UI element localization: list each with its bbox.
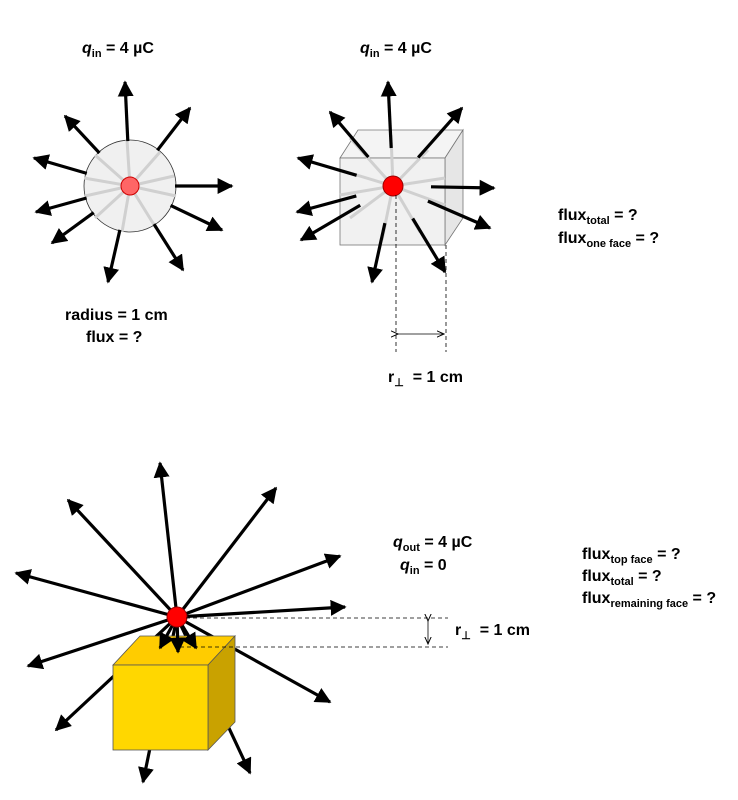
field-arrow: [152, 223, 185, 272]
field-arrow: [367, 222, 387, 284]
flux-remaining-face-question: fluxremaining face = ?: [582, 590, 716, 610]
distance-indicator-outside: [180, 618, 448, 648]
field-arrow: [169, 203, 224, 232]
field-arrow: [34, 196, 88, 216]
field-arrow: [66, 498, 179, 619]
yellow-cube: [112, 634, 236, 751]
field-arrow: [427, 199, 492, 230]
field-arrow: [417, 106, 464, 159]
field-arrow: [175, 486, 278, 618]
point-charge: [120, 176, 140, 196]
field-arrow: [117, 80, 134, 142]
cube-charge-label: qin = 4 µC: [360, 40, 432, 60]
field-arrow: [32, 154, 88, 175]
point-charge-outside: [166, 606, 188, 628]
q-out-label: qout = 4 µC: [393, 534, 473, 554]
field-arrow: [63, 114, 101, 155]
flux-total-question: fluxtotal = ?: [558, 207, 638, 227]
field-arrow: [328, 110, 370, 159]
cube-field-arrows: [295, 80, 496, 284]
sphere-field-arrows: [32, 80, 234, 284]
field-arrow: [153, 461, 179, 618]
sphere-charge-label: qin = 4 µC: [82, 40, 154, 60]
outside-distance-label: r⊥ = 1 cm: [455, 622, 530, 642]
flux-one-face-question: fluxone face = ?: [558, 230, 659, 250]
field-arrow: [14, 569, 178, 619]
flux-total-outside-question: fluxtotal = ?: [582, 568, 662, 588]
cube-distance-label: r⊥ = 1 cm: [388, 369, 463, 389]
q-in-label: qin = 0: [400, 557, 447, 577]
field-arrow: [295, 194, 357, 216]
distance-indicator-cube: [396, 195, 447, 352]
field-arrow: [380, 80, 397, 149]
field-arrow: [156, 106, 192, 152]
field-arrow: [411, 217, 447, 274]
sphere-flux-question: flux = ?: [86, 329, 142, 346]
field-arrow: [50, 211, 95, 245]
field-arrow: [176, 553, 342, 619]
field-arrow: [176, 599, 347, 619]
field-arrow: [26, 615, 178, 670]
panel-sphere: qin = 4 µC radius = 1 cm flux = ?: [32, 40, 234, 346]
field-arrow: [296, 154, 358, 177]
field-arrow: [103, 229, 122, 284]
flux-top-face-question: fluxtop face = ?: [582, 546, 681, 566]
field-arrow: [299, 203, 362, 242]
field-arrow: [176, 615, 332, 704]
panel-cube-outside: qout = 4 µC qin = 0 r⊥ = 1 cm fluxtop fa…: [14, 461, 716, 784]
point-charge-center: [382, 175, 404, 197]
panel-cube-inside: qin = 4 µC r⊥ = 1 cm fluxtotal = ? fluxo…: [295, 40, 659, 389]
radius-label: radius = 1 cm: [65, 307, 168, 324]
field-arrow: [430, 179, 496, 196]
